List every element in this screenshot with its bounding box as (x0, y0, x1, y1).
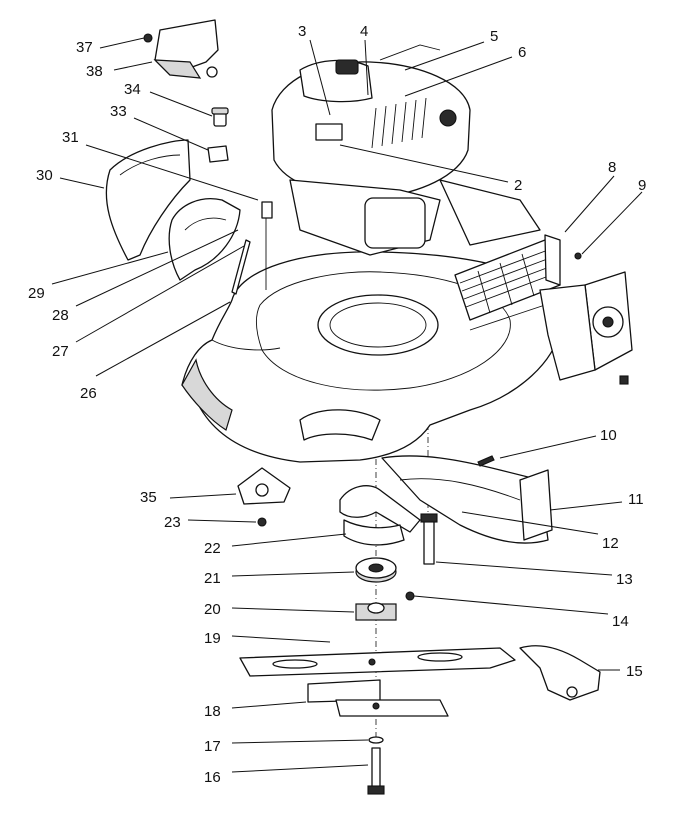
side-mount-plate (539, 271, 633, 385)
screw-9 (574, 252, 582, 260)
callout-12: 12 (602, 535, 619, 552)
callout-37: 37 (76, 39, 93, 56)
callout-13: 13 (616, 571, 633, 588)
callout-38: 38 (86, 63, 103, 80)
callout-10: 10 (600, 427, 617, 444)
callout-35: 35 (140, 489, 157, 506)
mower-blade (239, 647, 516, 677)
callout-8: 8 (608, 159, 616, 176)
callout-16: 16 (204, 769, 221, 786)
callout-27: 27 (52, 343, 69, 360)
upper-cover (153, 19, 219, 79)
callout-33: 33 (110, 103, 127, 120)
spacer (355, 602, 397, 621)
screw-37 (143, 33, 153, 43)
knob (211, 107, 229, 127)
mulch-blade (307, 679, 449, 717)
callout-14: 14 (612, 613, 629, 630)
retaining-clip (207, 145, 229, 163)
callout-26: 26 (80, 385, 97, 402)
callout-15: 15 (626, 663, 643, 680)
blade-bolt (367, 747, 385, 795)
bearing (355, 557, 397, 583)
callout-31: 31 (62, 129, 79, 146)
baffle-bracket (237, 467, 291, 505)
leader-lines (51, 37, 643, 773)
callout-34: 34 (124, 81, 141, 98)
callout-11: 11 (628, 491, 644, 508)
callout-9: 9 (638, 177, 646, 194)
callout-17: 17 (204, 738, 221, 755)
callout-20: 20 (204, 601, 221, 618)
callout-6: 6 (518, 44, 526, 61)
callout-4: 4 (360, 23, 368, 40)
callout-21: 21 (204, 570, 221, 587)
callout-19: 19 (204, 630, 221, 647)
callout-28: 28 (52, 307, 69, 324)
grass-guard-grille (454, 234, 561, 321)
callout-2: 2 (514, 177, 522, 194)
washer (368, 736, 384, 744)
chute-door (168, 198, 241, 281)
height-adjust-rod (231, 239, 251, 295)
callout-22: 22 (204, 540, 221, 557)
nut (257, 517, 267, 527)
callout-29: 29 (28, 285, 45, 302)
blade-adapter (339, 485, 421, 546)
bolt-10 (477, 455, 495, 467)
callout-labels: 3 4 5 6 2 8 9 10 11 12 13 14 15 16 17 18… (28, 23, 646, 786)
engine (271, 44, 541, 256)
callout-23: 23 (164, 514, 181, 531)
callout-18: 18 (204, 703, 221, 720)
drive-cover (381, 455, 553, 544)
blade-bracket (519, 645, 601, 701)
callout-30: 30 (36, 167, 53, 184)
rear-deflector (105, 139, 191, 261)
callout-5: 5 (490, 28, 498, 45)
set-screw (405, 591, 415, 601)
bolt-13 (420, 513, 438, 565)
mount-clip (261, 201, 273, 219)
callout-3: 3 (298, 23, 306, 40)
